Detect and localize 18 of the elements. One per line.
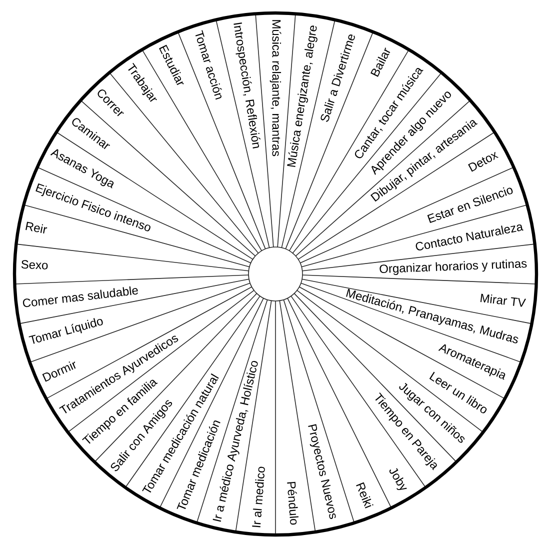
sector-label: Bailar xyxy=(370,48,390,77)
sector-label: Sexo xyxy=(21,260,48,270)
sector-label: Reir xyxy=(26,222,48,234)
sector-label: Tomar Líquido xyxy=(28,318,103,344)
sector-label: Proyectos Nuevos xyxy=(308,424,336,520)
sector-label: Péndulo xyxy=(287,482,298,525)
sector-label: Reiki xyxy=(356,482,374,508)
sector-label: Música energizante, alegre xyxy=(287,26,318,168)
sector-label: Organizar horarios y rutinas xyxy=(380,260,527,275)
sector-label: Detox xyxy=(468,152,499,172)
sector-label: Contacto Naturaleza xyxy=(416,224,524,250)
sector-label: Ir al medico xyxy=(252,466,265,528)
sector-label: Comer mas saludable xyxy=(22,286,138,308)
sector-label: Mirar TV xyxy=(480,294,526,307)
sector-label: Música relajante, mantras xyxy=(270,20,282,156)
sector-label: Tomar acción xyxy=(195,30,222,100)
sector-label: Introspección, Reflexión xyxy=(234,22,260,148)
sector-label: Estar en Silencio xyxy=(427,187,513,224)
